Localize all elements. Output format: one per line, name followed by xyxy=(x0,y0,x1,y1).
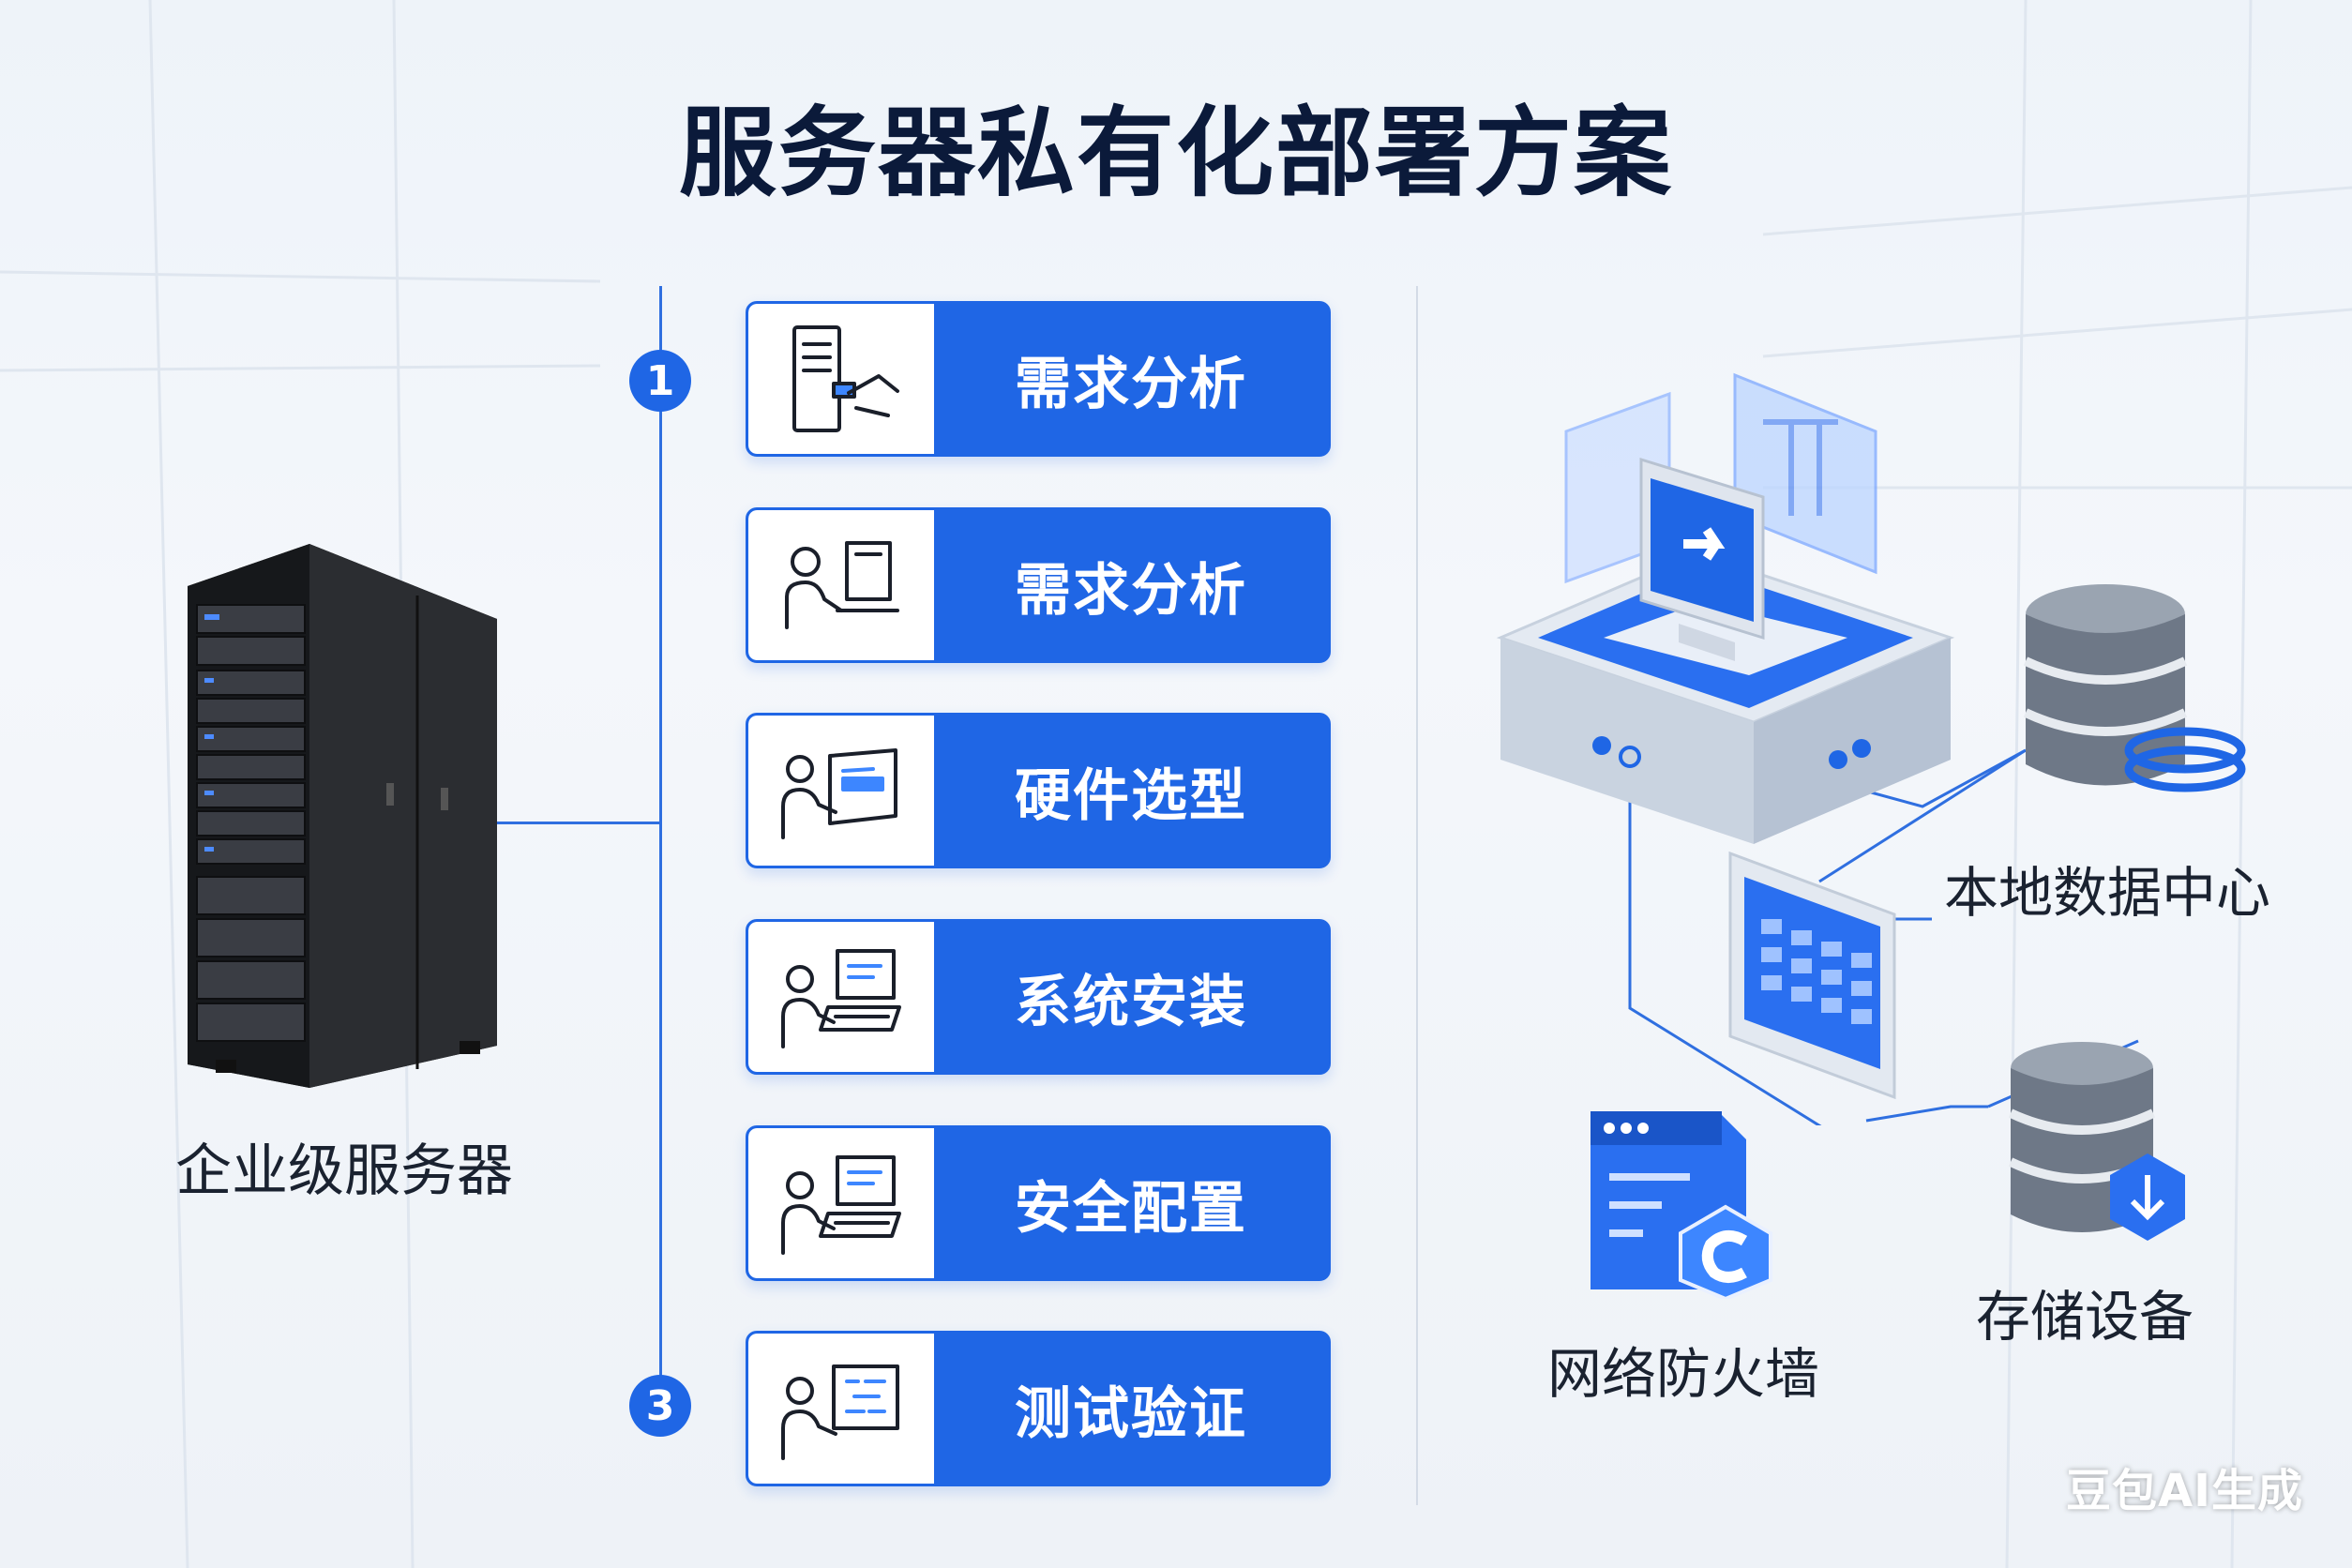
step-label: 安全配置 xyxy=(1015,1175,1247,1242)
person-board-icon xyxy=(748,1334,934,1484)
step-marker-1: 1 xyxy=(629,350,691,412)
watermark: 豆包AI生成 xyxy=(2065,1465,2303,1517)
step-card-analysis[interactable]: 需求分析 xyxy=(746,507,1331,663)
person-screen-icon xyxy=(748,716,934,866)
step-label: 测试验证 xyxy=(1015,1380,1247,1447)
firewall-label: 网络防火墙 xyxy=(1547,1342,1820,1406)
step-card-requirements[interactable]: 需求分析 xyxy=(746,301,1331,457)
person-computer-icon xyxy=(748,922,934,1072)
timeline-line xyxy=(659,286,662,1411)
step-card-security[interactable]: 安全配置 xyxy=(746,1125,1331,1281)
network-diagram xyxy=(1496,372,2139,1125)
section-divider xyxy=(1416,286,1418,1505)
step-card-hardware[interactable]: 硬件选型 xyxy=(746,713,1331,868)
server-connector-line xyxy=(497,822,661,824)
datacenter-label: 本地数据中心 xyxy=(1944,861,2271,925)
person-computer-icon xyxy=(748,1128,934,1278)
step-label: 硬件选型 xyxy=(1015,762,1247,829)
database-download-icon xyxy=(2008,1042,2185,1241)
person-laptop-icon xyxy=(748,510,934,660)
step-label: 需求分析 xyxy=(1015,557,1247,624)
storage-label: 存储设备 xyxy=(1976,1285,2194,1349)
step-label: 系统安装 xyxy=(1015,969,1247,1035)
server-rack-icon xyxy=(188,544,497,1088)
server-card-icon xyxy=(748,304,934,454)
page-title: 服务器私有化部署方案 xyxy=(678,96,1673,210)
firewall-document-icon xyxy=(1591,1111,1772,1299)
step-card-install[interactable]: 系统安装 xyxy=(746,919,1331,1075)
server-label: 企业级服务器 xyxy=(175,1138,513,1204)
database-ring-icon xyxy=(2023,584,2246,792)
step-card-testing[interactable]: 测试验证 xyxy=(746,1331,1331,1486)
step-marker-3: 3 xyxy=(629,1375,691,1437)
step-label: 需求分析 xyxy=(1015,351,1247,417)
